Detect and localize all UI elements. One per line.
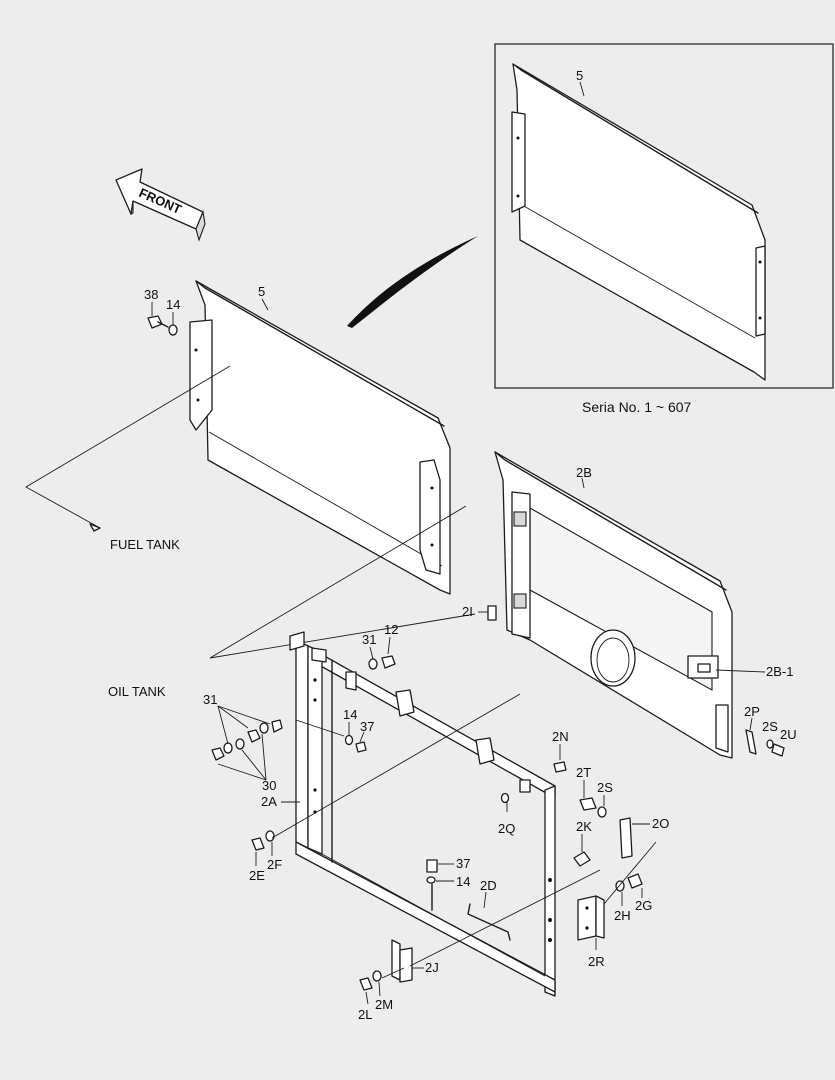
inset-pointer (347, 236, 478, 328)
callout-2T: 2T (576, 765, 591, 780)
hardware-2M-2L: 2M 2L (358, 970, 393, 1022)
callout-37-mid: 37 (360, 719, 374, 734)
bolt-12: 31 12 (362, 622, 398, 670)
callout-14-mid: 14 (343, 707, 357, 722)
callout-2H: 2H (614, 908, 631, 923)
callout-5-inset: 5 (576, 68, 583, 83)
oil-tank-label: OIL TANK (108, 684, 166, 699)
callout-2U: 2U (780, 727, 797, 742)
inset-caption: Seria No. 1 ~ 607 (582, 399, 692, 415)
hardware-2P-2S-2U: 2P 2S 2U (744, 704, 797, 757)
callout-2P: 2P (744, 704, 760, 719)
callout-14-top: 14 (166, 297, 180, 312)
callout-2E: 2E (249, 868, 265, 883)
callout-2S-mid: 2S (597, 780, 613, 795)
callout-2O: 2O (652, 816, 669, 831)
hardware-31-30: 31 30 (203, 692, 283, 793)
callout-2Q: 2Q (498, 821, 515, 836)
front-arrow-icon: FRONT (115, 168, 206, 242)
callout-31: 31 (203, 692, 217, 707)
callout-2J: 2J (425, 960, 439, 975)
callout-12: 12 (384, 622, 398, 637)
callout-2F: 2F (267, 857, 282, 872)
callout-30: 30 (262, 778, 276, 793)
callout-5: 5 (258, 284, 265, 299)
hardware-2E-2F: 2E 2F (249, 830, 282, 883)
bolt-2K: 2K (573, 819, 592, 867)
callout-37-bottom: 37 (456, 856, 470, 871)
callout-2B: 2B (576, 465, 592, 480)
callout-31-top: 31 (362, 632, 376, 647)
callout-2L: 2L (358, 1007, 372, 1022)
bracket-2R: 2R (577, 895, 605, 969)
callout-2S-right: 2S (762, 719, 778, 734)
callout-2K: 2K (576, 819, 592, 834)
callout-2N: 2N (552, 729, 569, 744)
fuel-tank-label: FUEL TANK (110, 537, 180, 552)
bracket-2O: 2T 2S 2O (576, 765, 669, 859)
panel-2B: 2B 2B-1 (494, 451, 793, 759)
callout-2I: 2I (462, 604, 473, 619)
bracket-2I: 2I (462, 604, 497, 621)
bolt-37-bottom: 37 14 (426, 856, 470, 911)
inset-panel-detail: 5 Seria No. 1 ~ 607 (494, 43, 834, 415)
hardware-2H-2G: 2H 2G (614, 873, 652, 923)
callout-2M: 2M (375, 997, 393, 1012)
frame-2A: 2A (261, 631, 556, 997)
callout-2D: 2D (480, 878, 497, 893)
bracket-2J: 2J (391, 939, 439, 983)
callout-2B-1: 2B-1 (766, 664, 793, 679)
callout-14-bottom: 14 (456, 874, 470, 889)
callout-38: 38 (144, 287, 158, 302)
panel-5: 5 (189, 280, 451, 595)
bolt-37-mid: 14 37 (343, 707, 374, 753)
callout-2R: 2R (588, 954, 605, 969)
fuel-tank-leader: FUEL TANK OIL TANK (25, 365, 476, 699)
bolt-38: 38 14 (144, 287, 180, 336)
leader-lines (271, 693, 657, 979)
rod-2D: 2D (467, 878, 511, 941)
callout-2A: 2A (261, 794, 277, 809)
hardware-2N-2Q: 2N 2Q (498, 729, 569, 836)
callout-2G: 2G (635, 898, 652, 913)
